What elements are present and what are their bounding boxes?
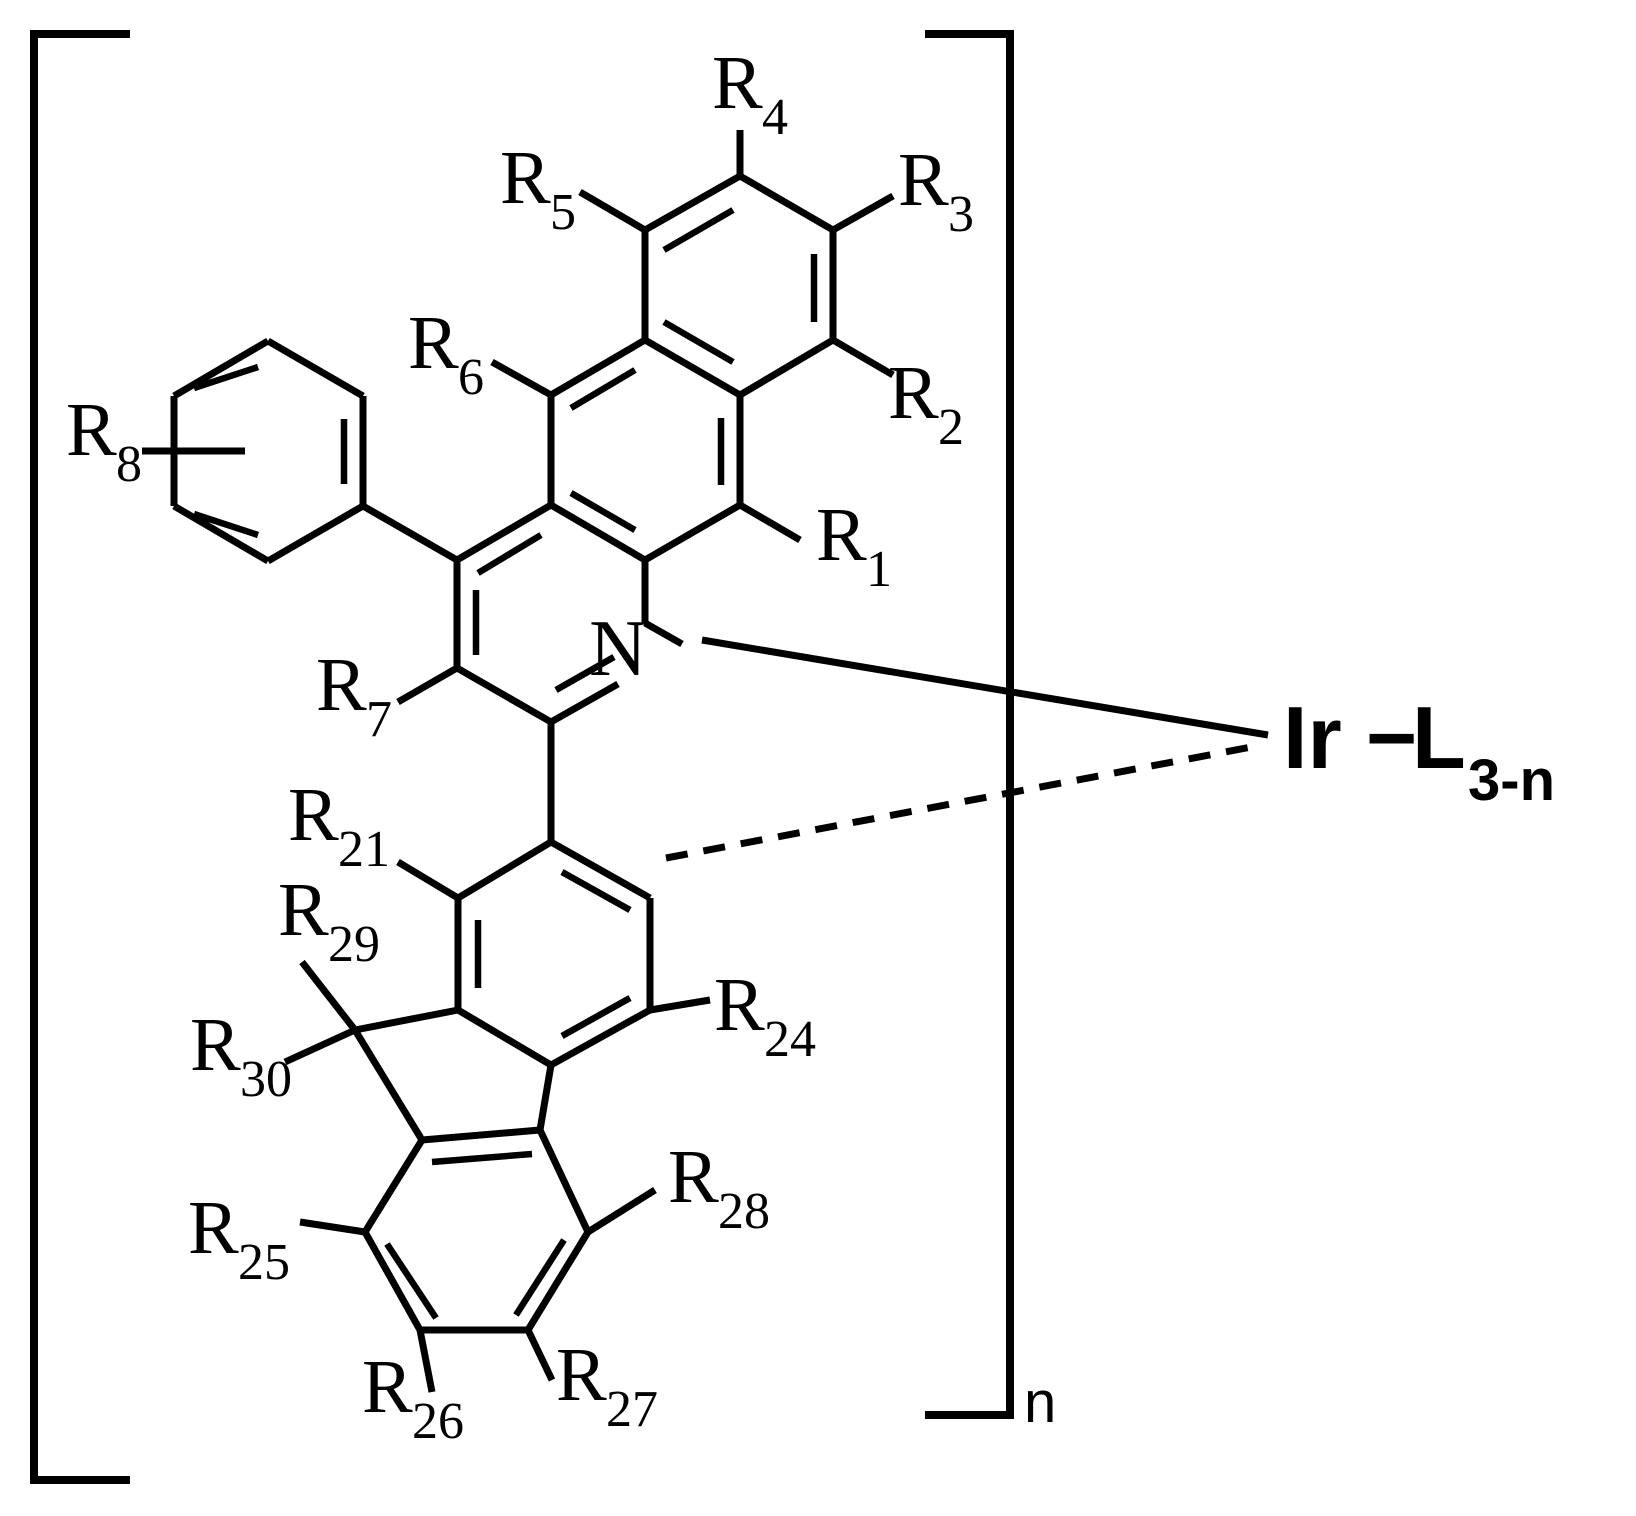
bond-r5 (578, 188, 647, 234)
metal-fragment-label: Ir − L 3-n (1283, 688, 1555, 813)
dashed-bond-carbon-to-iridium (665, 741, 1263, 862)
substituent-base-letter: R (500, 136, 551, 220)
bond-r30 (283, 1026, 357, 1066)
substituent-base-letter: R (408, 301, 459, 385)
fluorene-lower-benzene-ring (361, 1128, 592, 1334)
ligand-subscript: 3-n (1468, 748, 1555, 813)
substituent-base-letter: R (316, 643, 367, 727)
bond-nitrogen-to-iridium (701, 636, 1269, 739)
substituent-subscript: 4 (762, 89, 788, 146)
substituent-subscript: 21 (338, 821, 390, 878)
substituent-subscript: 28 (718, 1183, 770, 1240)
iridium-symbol: Ir (1283, 688, 1342, 787)
bond-r21 (396, 858, 460, 902)
substituent-subscript: 7 (366, 691, 392, 748)
substituent-base-letter: R (362, 1345, 413, 1429)
substituent-base-letter: R (288, 773, 339, 857)
substituent-subscript: 8 (116, 436, 142, 493)
bond-r6 (490, 358, 553, 399)
bond-r28 (586, 1187, 657, 1235)
substituent-base-letter: R (888, 351, 939, 435)
substituent-base-letter: R (190, 1003, 241, 1087)
bond-r26 (416, 1329, 436, 1393)
bond-r27 (524, 1328, 556, 1382)
substituent-subscript: 29 (328, 916, 380, 973)
right-bracket (925, 30, 1014, 1419)
pyridine-ring (453, 501, 684, 726)
substituent-subscript: 6 (458, 349, 484, 406)
fluorene-cyclopentane-ring (352, 1006, 555, 1144)
nitrogen-symbol: N (589, 605, 647, 693)
bond-r2 (831, 336, 895, 379)
fluorene-upper-benzene-ring (454, 838, 654, 1069)
substituent-base-letter: R (556, 1333, 607, 1417)
substituent-base-letter: R (714, 963, 765, 1047)
substituent-subscript: 2 (938, 399, 964, 456)
substituent-base-letter: R (898, 138, 949, 222)
substituent-base-letter: R (816, 493, 867, 577)
substituent-subscript: 27 (606, 1381, 658, 1438)
substituent-subscript: 25 (238, 1234, 290, 1291)
bond-r1 (738, 501, 802, 544)
bond-r7 (396, 664, 459, 706)
substituent-subscript: 5 (550, 184, 576, 241)
substituent-subscript: 3 (948, 186, 974, 243)
ligand-symbol: L (1412, 688, 1466, 787)
substituent-subscript: 24 (764, 1011, 816, 1068)
bracket-subscript-n: n (1024, 1370, 1056, 1435)
middle-benzene-ring (547, 336, 744, 564)
substituent-subscript: 1 (866, 541, 892, 598)
bond-r3 (831, 192, 895, 234)
bond-to-pendant-phenyl (361, 502, 459, 564)
substituent-base-letter: R (668, 1135, 719, 1219)
metal-ligand-dash: − (1366, 688, 1417, 787)
substituent-base-letter: R (66, 388, 117, 472)
substituent-subscript: 26 (412, 1393, 464, 1450)
substituent-subscript: 30 (240, 1051, 292, 1108)
left-bracket (30, 30, 130, 1484)
top-benzene-ring (641, 172, 837, 399)
bond-r29 (299, 959, 358, 1033)
bond-r25 (299, 1218, 366, 1236)
substituent-base-letter: R (278, 868, 329, 952)
bracket-subscript: n (1024, 1370, 1056, 1435)
substituent-base-letter: R (712, 41, 763, 125)
bond-r24 (649, 996, 711, 1014)
substituent-base-letter: R (188, 1186, 239, 1270)
nitrogen-atom-label: N (589, 605, 647, 693)
